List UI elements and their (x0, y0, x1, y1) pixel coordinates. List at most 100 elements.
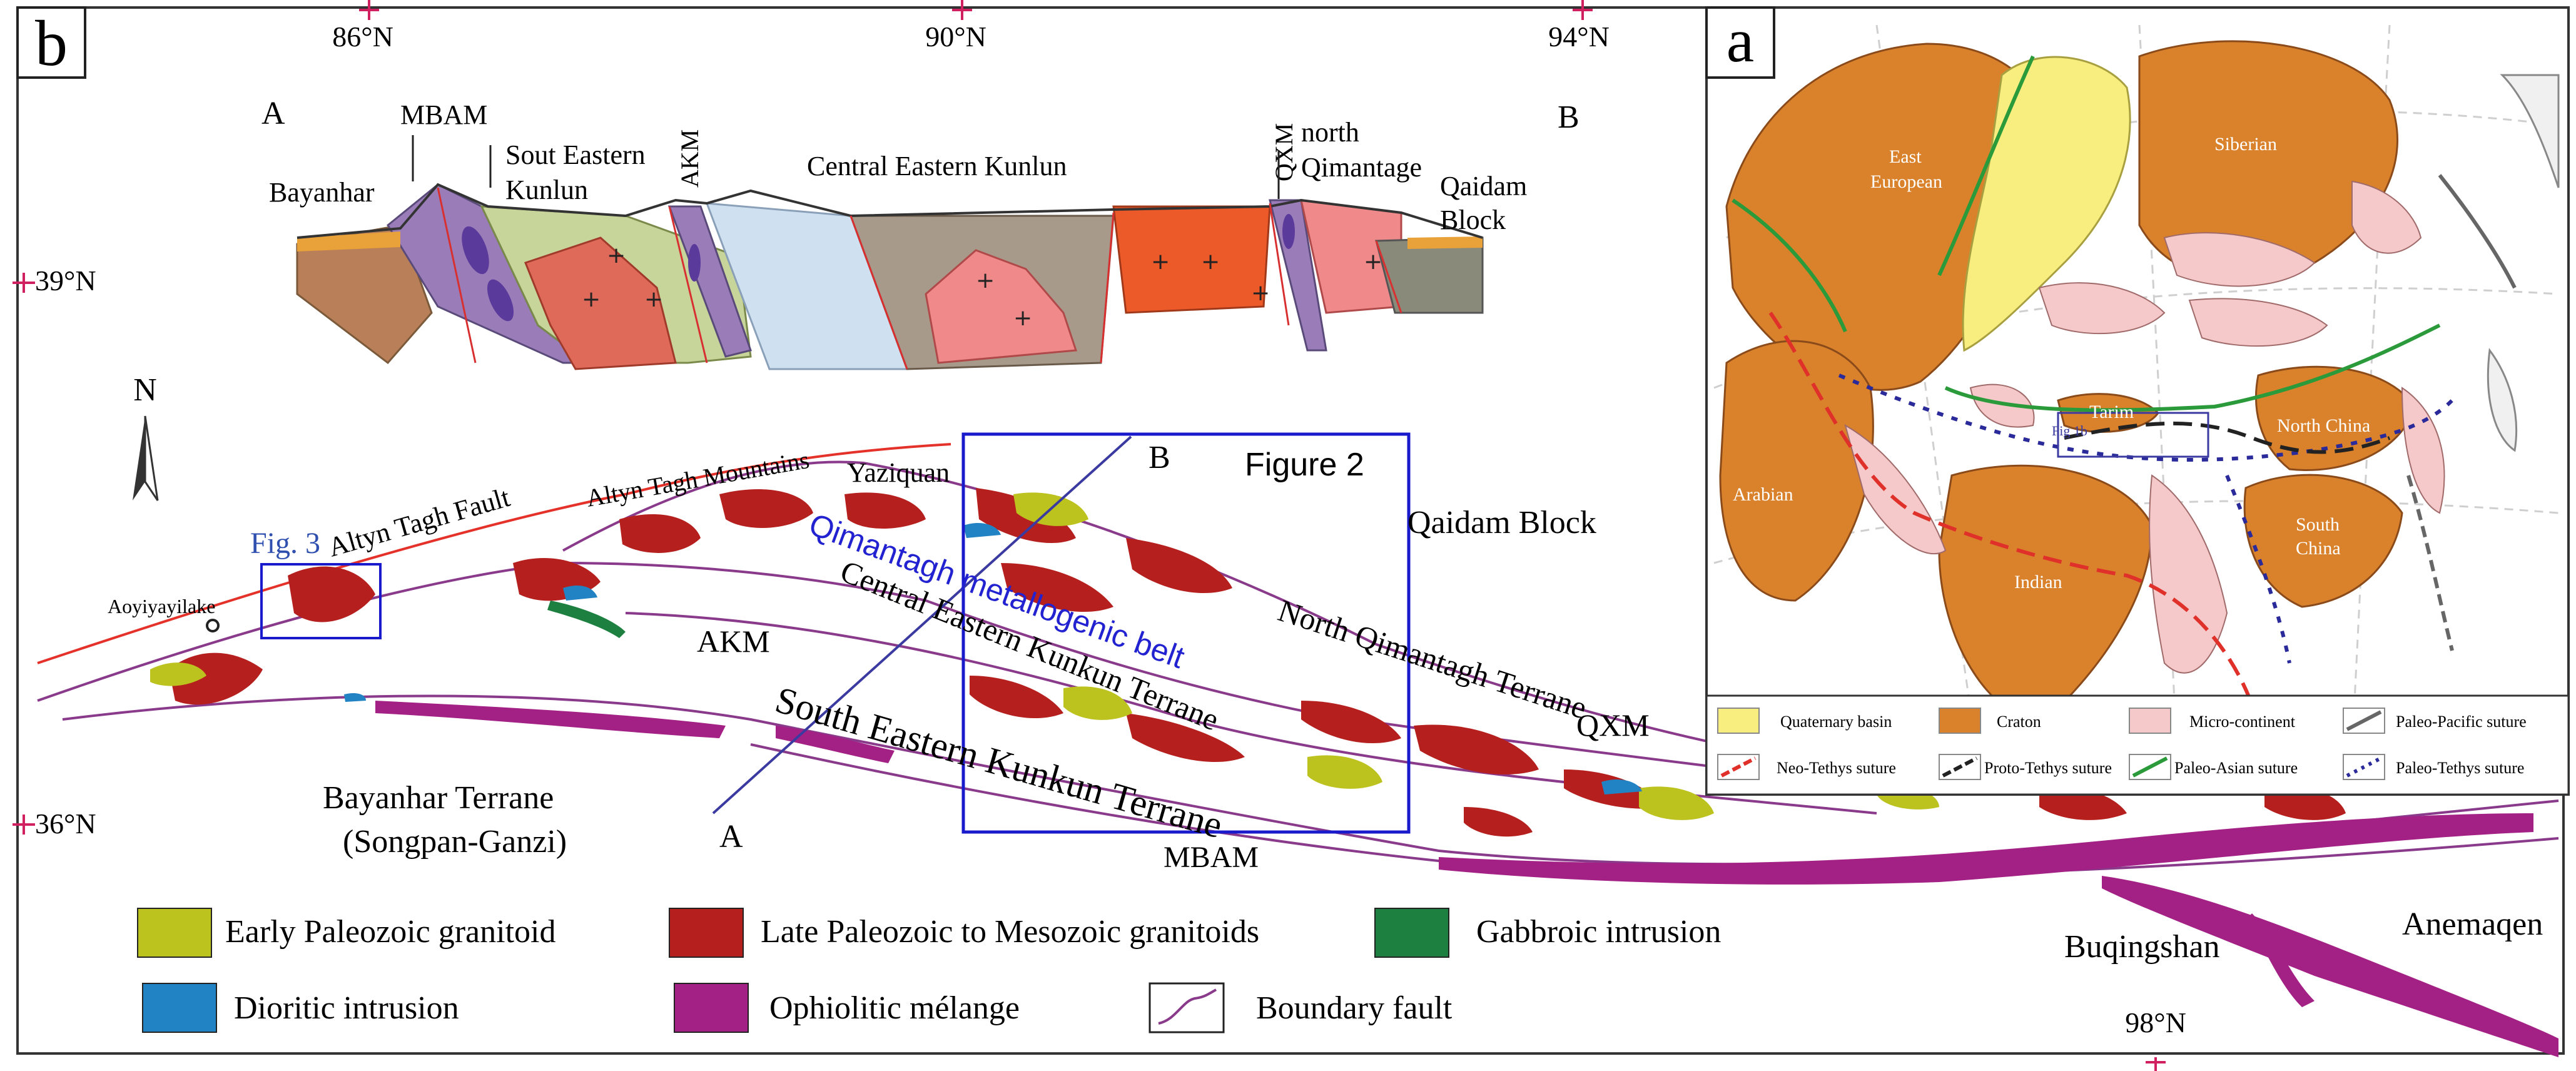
label-north-china: North China (2277, 415, 2370, 436)
legend-a-line-neo-tethys (1720, 756, 1757, 778)
plan-map (37, 415, 2559, 1057)
label-bayanhar-2: (Songpan-Ganzi) (343, 824, 567, 860)
panel-b-label-box (16, 6, 86, 79)
section-cap-right (1407, 236, 1483, 249)
legend-swatch-gabbro (1374, 908, 1449, 958)
panel-a: a East European Siberian Arabian Indian … (1705, 6, 2570, 796)
label-qxm: QXM (1576, 708, 1650, 743)
diorite-bodies (344, 522, 1642, 794)
section-label-qaidam-1: Qaidam (1440, 171, 1527, 201)
paleo-asian-suture-3 (1937, 55, 2035, 277)
section-label-sout-eastern-1: Sout Eastern (505, 140, 646, 170)
section-label-qaidam-2: Block (1440, 205, 1506, 235)
section-label-central-eastern: Central Eastern Kunlun (807, 151, 1067, 181)
lon-86-label: 86°N (332, 21, 393, 53)
inset-fig1b-box (2057, 412, 2209, 458)
legend-a-swatch-quaternary (1717, 708, 1760, 734)
inset-coastlines (2487, 74, 2560, 452)
label-fig1b: Fig 1b (2052, 423, 2087, 439)
legend-a-line-paleo-pacific (2346, 710, 2382, 731)
label-mbam: MBAM (1164, 841, 1259, 874)
label-east-european-1: East (1889, 146, 1922, 167)
legend-label-late-pz: Late Paleozoic to Mesozoic granitoids (761, 914, 1259, 950)
legend-a: Quaternary basin Craton Micro-continent … (1705, 694, 2570, 796)
legend-label-gabbro: Gabbroic intrusion (1476, 914, 1721, 950)
label-point-a: A (719, 819, 743, 855)
legend-a-label-paleo-asian: Paleo-Asian suture (2174, 759, 2298, 777)
legend-label-diorite: Dioritic intrusion (234, 990, 459, 1026)
label-bayanhar-1: Bayanhar Terrane (323, 780, 554, 816)
svg-text:+: + (582, 287, 601, 312)
paleo-asian-suture-2 (1944, 323, 2441, 412)
inset-quaternary-basin (1962, 56, 2131, 352)
label-east-european-2: European (1870, 171, 1942, 192)
ophiolite-bodies (375, 701, 2558, 1057)
section-label-mbam: MBAM (400, 99, 487, 130)
legend-a-line-paleo-asian (2132, 756, 2168, 778)
label-arabian: Arabian (1733, 484, 1793, 505)
section-end-a: A (261, 96, 285, 131)
legend-a-label-paleo-tethys: Paleo-Tethys suture (2396, 759, 2524, 777)
label-qaidam-block: Qaidam Block (1407, 505, 1596, 541)
section-label-north-1: north (1301, 117, 1359, 148)
label-buqingshan: Buqingshan (2064, 929, 2219, 965)
craton-indian (1938, 464, 2153, 727)
north-arrow (133, 415, 159, 501)
neo-tethys-suture (1768, 312, 2266, 751)
section-unit-granite-2 (925, 249, 1078, 364)
section-topography (297, 183, 1483, 239)
section-faults (437, 187, 1402, 370)
inset-micro-continents (1844, 180, 2445, 674)
legend-label-fault: Boundary fault (1256, 990, 1453, 1026)
svg-text:+: + (1364, 249, 1382, 275)
label-point-b: B (1149, 440, 1170, 475)
lon-98-label: 98°N (2125, 1007, 2186, 1038)
graticule (13, 0, 2166, 1071)
section-label-sout-eastern-2: Kunlun (505, 175, 588, 205)
legend-a-line-proto-tethys (1942, 756, 1978, 778)
inset-region-labels: East European Siberian Arabian Indian Ta… (1733, 134, 2370, 592)
label-fig3: Fig. 3 (250, 527, 320, 560)
section-label-akm: AKM (676, 129, 704, 188)
legend-a-label-craton: Craton (1997, 713, 2041, 731)
proto-tethys-suture (2064, 421, 2391, 454)
aoyiyayilake-marker (206, 619, 220, 632)
section-unit-bayanhar (296, 224, 433, 365)
label-north: N (133, 372, 157, 408)
north-boundary (562, 460, 1752, 752)
legend-a-label-proto-tethys: Proto-Tethys suture (1984, 759, 2112, 777)
cross-section: +++ +++ +++ (296, 183, 1484, 370)
lon-94-label: 94°N (1548, 21, 1610, 53)
legend-b: Early Paleozoic granitoid Late Paleozoic… (137, 908, 1721, 1033)
paleo-tethys-suture (1838, 373, 2454, 664)
label-south-china-1: South (2296, 514, 2340, 535)
legend-swatch-ophiolite (674, 983, 749, 1033)
legend-a-swatch-craton (1939, 708, 1981, 734)
akm-boundary (37, 561, 1877, 789)
svg-text:+: + (1251, 280, 1270, 306)
lat-39-label: 39°N (35, 265, 96, 297)
lon-90-label: 90°N (925, 21, 986, 53)
label-anemaqen: Anemaqen (2402, 906, 2543, 942)
legend-swatch-diorite (142, 983, 217, 1033)
legend-swatch-late-pz (669, 908, 744, 958)
legend-a-label-neo-tethys: Neo-Tethys suture (1777, 759, 1896, 777)
paleo-asian-suture (1732, 198, 1847, 333)
section-label-bayanhar: Bayanhar (269, 177, 375, 208)
section-unit-akm (667, 205, 752, 358)
legend-fault-line (1158, 988, 1217, 1025)
svg-text:+: + (976, 268, 995, 293)
section-end-b: B (1558, 99, 1580, 135)
legend-a-label-quaternary: Quaternary basin (1780, 713, 1892, 731)
legend-a-label-micro: Micro-continent (2189, 713, 2296, 731)
legend-a-line-paleo-tethys (2346, 756, 2382, 778)
gabbro-bodies (547, 601, 626, 638)
legend-a-label-paleo-pacific: Paleo-Pacific suture (2396, 713, 2527, 731)
label-south-china-2: China (2296, 538, 2341, 559)
paleo-pacific-suture (2438, 174, 2517, 289)
svg-text:+: + (644, 287, 663, 312)
fig3-box (260, 563, 382, 639)
section-leader-lines (412, 135, 1280, 199)
svg-text:+: + (1201, 249, 1220, 275)
